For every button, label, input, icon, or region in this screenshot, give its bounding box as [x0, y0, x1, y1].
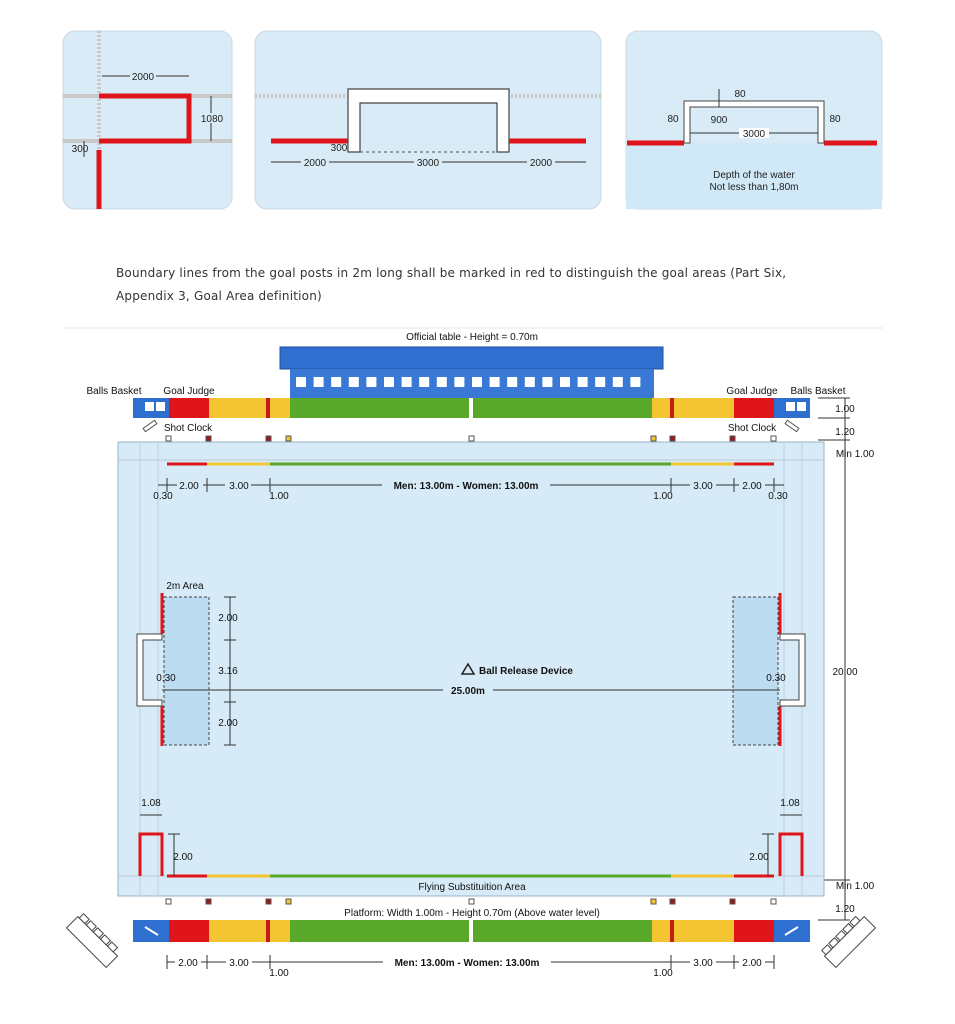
- bottom-dim-200-right: 2.00: [742, 958, 762, 969]
- official-seat: [595, 377, 606, 387]
- shot-clock-right: Shot Clock: [728, 423, 777, 434]
- goal-right-030: 0.30: [766, 673, 786, 684]
- top-dim-100-left: 1.00: [269, 491, 289, 502]
- official-seat: [489, 377, 500, 387]
- area-2m-left: [163, 596, 210, 746]
- caption: Boundary lines from the goal posts in 2m…: [116, 262, 946, 308]
- balls-basket-left: Balls Basket: [86, 386, 141, 397]
- detail-panel-corner: 2000 1080 300: [62, 30, 233, 210]
- official-seat: [560, 377, 570, 387]
- ball-release-label: Ball Release Device: [479, 666, 573, 677]
- bottom-dim-100-right: 1.00: [653, 968, 673, 979]
- goal-judge-right: Goal Judge: [726, 386, 778, 397]
- margin-min-top: Min 1.00: [836, 449, 875, 460]
- goal-left-030: 0.30: [156, 673, 176, 684]
- corner-200-left: 2.00: [173, 852, 193, 863]
- official-seat: [577, 377, 588, 387]
- dim-right-2000: 2000: [530, 158, 553, 169]
- dim-2000: 2000: [132, 72, 155, 83]
- official-seat: [472, 377, 482, 387]
- official-seat: [507, 377, 518, 387]
- top-dim-030-right: 0.30: [768, 491, 788, 502]
- top-platform: [133, 398, 810, 418]
- official-seat: [384, 377, 394, 387]
- shot-clock-left: Shot Clock: [164, 423, 213, 434]
- official-seat: [401, 377, 412, 387]
- official-seat: [366, 377, 377, 387]
- top-dim-200-left: 2.00: [179, 481, 199, 492]
- field-diagram: Official table - Height = 0.70m Balls Ba…: [63, 327, 883, 1017]
- area-2m-label: 2m Area: [166, 581, 204, 592]
- top-dim-030-left: 0.30: [153, 491, 173, 502]
- dim-top-80: 80: [734, 89, 746, 100]
- detail-panel-depth: 80 80 80 900 3000 Depth of the water Not…: [625, 30, 883, 210]
- bottom-men-women: Men: 13.00m - Women: 13.00m: [395, 958, 540, 969]
- dim-900: 900: [711, 115, 728, 126]
- official-seat: [454, 377, 465, 387]
- official-seat: [524, 377, 535, 387]
- dim-left-80: 80: [667, 114, 679, 125]
- top-dim-200-right: 2.00: [742, 481, 762, 492]
- top-men-women: Men: 13.00m - Women: 13.00m: [394, 481, 539, 492]
- balls-basket-right: Balls Basket: [790, 386, 845, 397]
- dim-right-80: 80: [829, 114, 841, 125]
- margin-120-bottom: 1.20: [835, 904, 855, 915]
- dim-1080: 1080: [201, 114, 224, 125]
- corner-200-right: 2.00: [749, 852, 769, 863]
- dim-300: 300: [72, 144, 89, 155]
- official-seat: [296, 377, 306, 387]
- flying-substitution-label: Flying Substituition Area: [418, 882, 526, 893]
- goal-dim-200-bottom: 2.00: [218, 718, 238, 729]
- top-dim-300-right: 3.00: [693, 481, 713, 492]
- right-goal: 0.30: [732, 593, 806, 746]
- caption-line-2: Appendix 3, Goal Area definition): [116, 289, 322, 303]
- shot-clock-left-icon: [142, 419, 158, 433]
- platform-label: Platform: Width 1.00m - Height 0.70m (Ab…: [344, 908, 600, 919]
- area-2m-right: [732, 596, 779, 746]
- top-dim-300-left: 3.00: [229, 481, 249, 492]
- corner-left: 1.08 2.00: [138, 798, 193, 876]
- length-25: 25.00m: [451, 686, 485, 697]
- margin-100: 1.00: [835, 404, 855, 415]
- bottom-dim-300-right: 3.00: [693, 958, 713, 969]
- depth-note-1: Depth of the water: [713, 170, 795, 181]
- corner-right: 1.08 2.00: [749, 798, 804, 876]
- official-seat: [630, 377, 641, 387]
- official-seat: [419, 377, 430, 387]
- official-seat: [313, 377, 324, 387]
- caption-line-1: Boundary lines from the goal posts in 2m…: [116, 266, 787, 280]
- official-seat: [612, 377, 623, 387]
- bottom-dim-200-left: 2.00: [178, 958, 198, 969]
- bench-right-icon: [821, 915, 877, 969]
- corner-108-left: 1.08: [141, 798, 161, 809]
- shot-clock-right-icon: [784, 419, 800, 433]
- left-goal: 2m Area 2.00 3.16 2.00 0.30: [136, 581, 238, 746]
- goal-details: 2000 1080 300 2000 3000 2000 300 80 80 8…: [62, 30, 883, 210]
- margin-min-bottom: Min 1.00: [836, 881, 875, 892]
- top-dim-100-right: 1.00: [653, 491, 673, 502]
- margin-120: 1.20: [835, 427, 855, 438]
- detail-panel-goal: 2000 3000 2000 300: [254, 30, 602, 210]
- width-20: 20.00: [832, 667, 857, 678]
- bench-left-icon: [65, 913, 119, 969]
- bottom-dim-300-left: 3.00: [229, 958, 249, 969]
- goal-judge-left: Goal Judge: [163, 386, 215, 397]
- bottom-platform: [133, 920, 810, 942]
- official-seat: [331, 377, 342, 387]
- dim-left-2000: 2000: [304, 158, 327, 169]
- dim-post-300: 300: [331, 143, 348, 154]
- depth-note-2: Not less than 1,80m: [710, 182, 799, 193]
- official-table: [279, 346, 664, 370]
- bottom-dim-100-left: 1.00: [269, 968, 289, 979]
- goal-dim-200-top: 2.00: [218, 613, 238, 624]
- official-table-label: Official table - Height = 0.70m: [406, 332, 538, 343]
- dim-3000-b: 3000: [743, 129, 766, 140]
- corner-108-right: 1.08: [780, 798, 800, 809]
- goal-dim-316: 3.16: [218, 666, 238, 677]
- official-seat: [348, 377, 359, 387]
- official-seat: [542, 377, 553, 387]
- dim-3000: 3000: [417, 158, 440, 169]
- official-seat: [436, 377, 447, 387]
- ball-release-icon: [460, 662, 476, 675]
